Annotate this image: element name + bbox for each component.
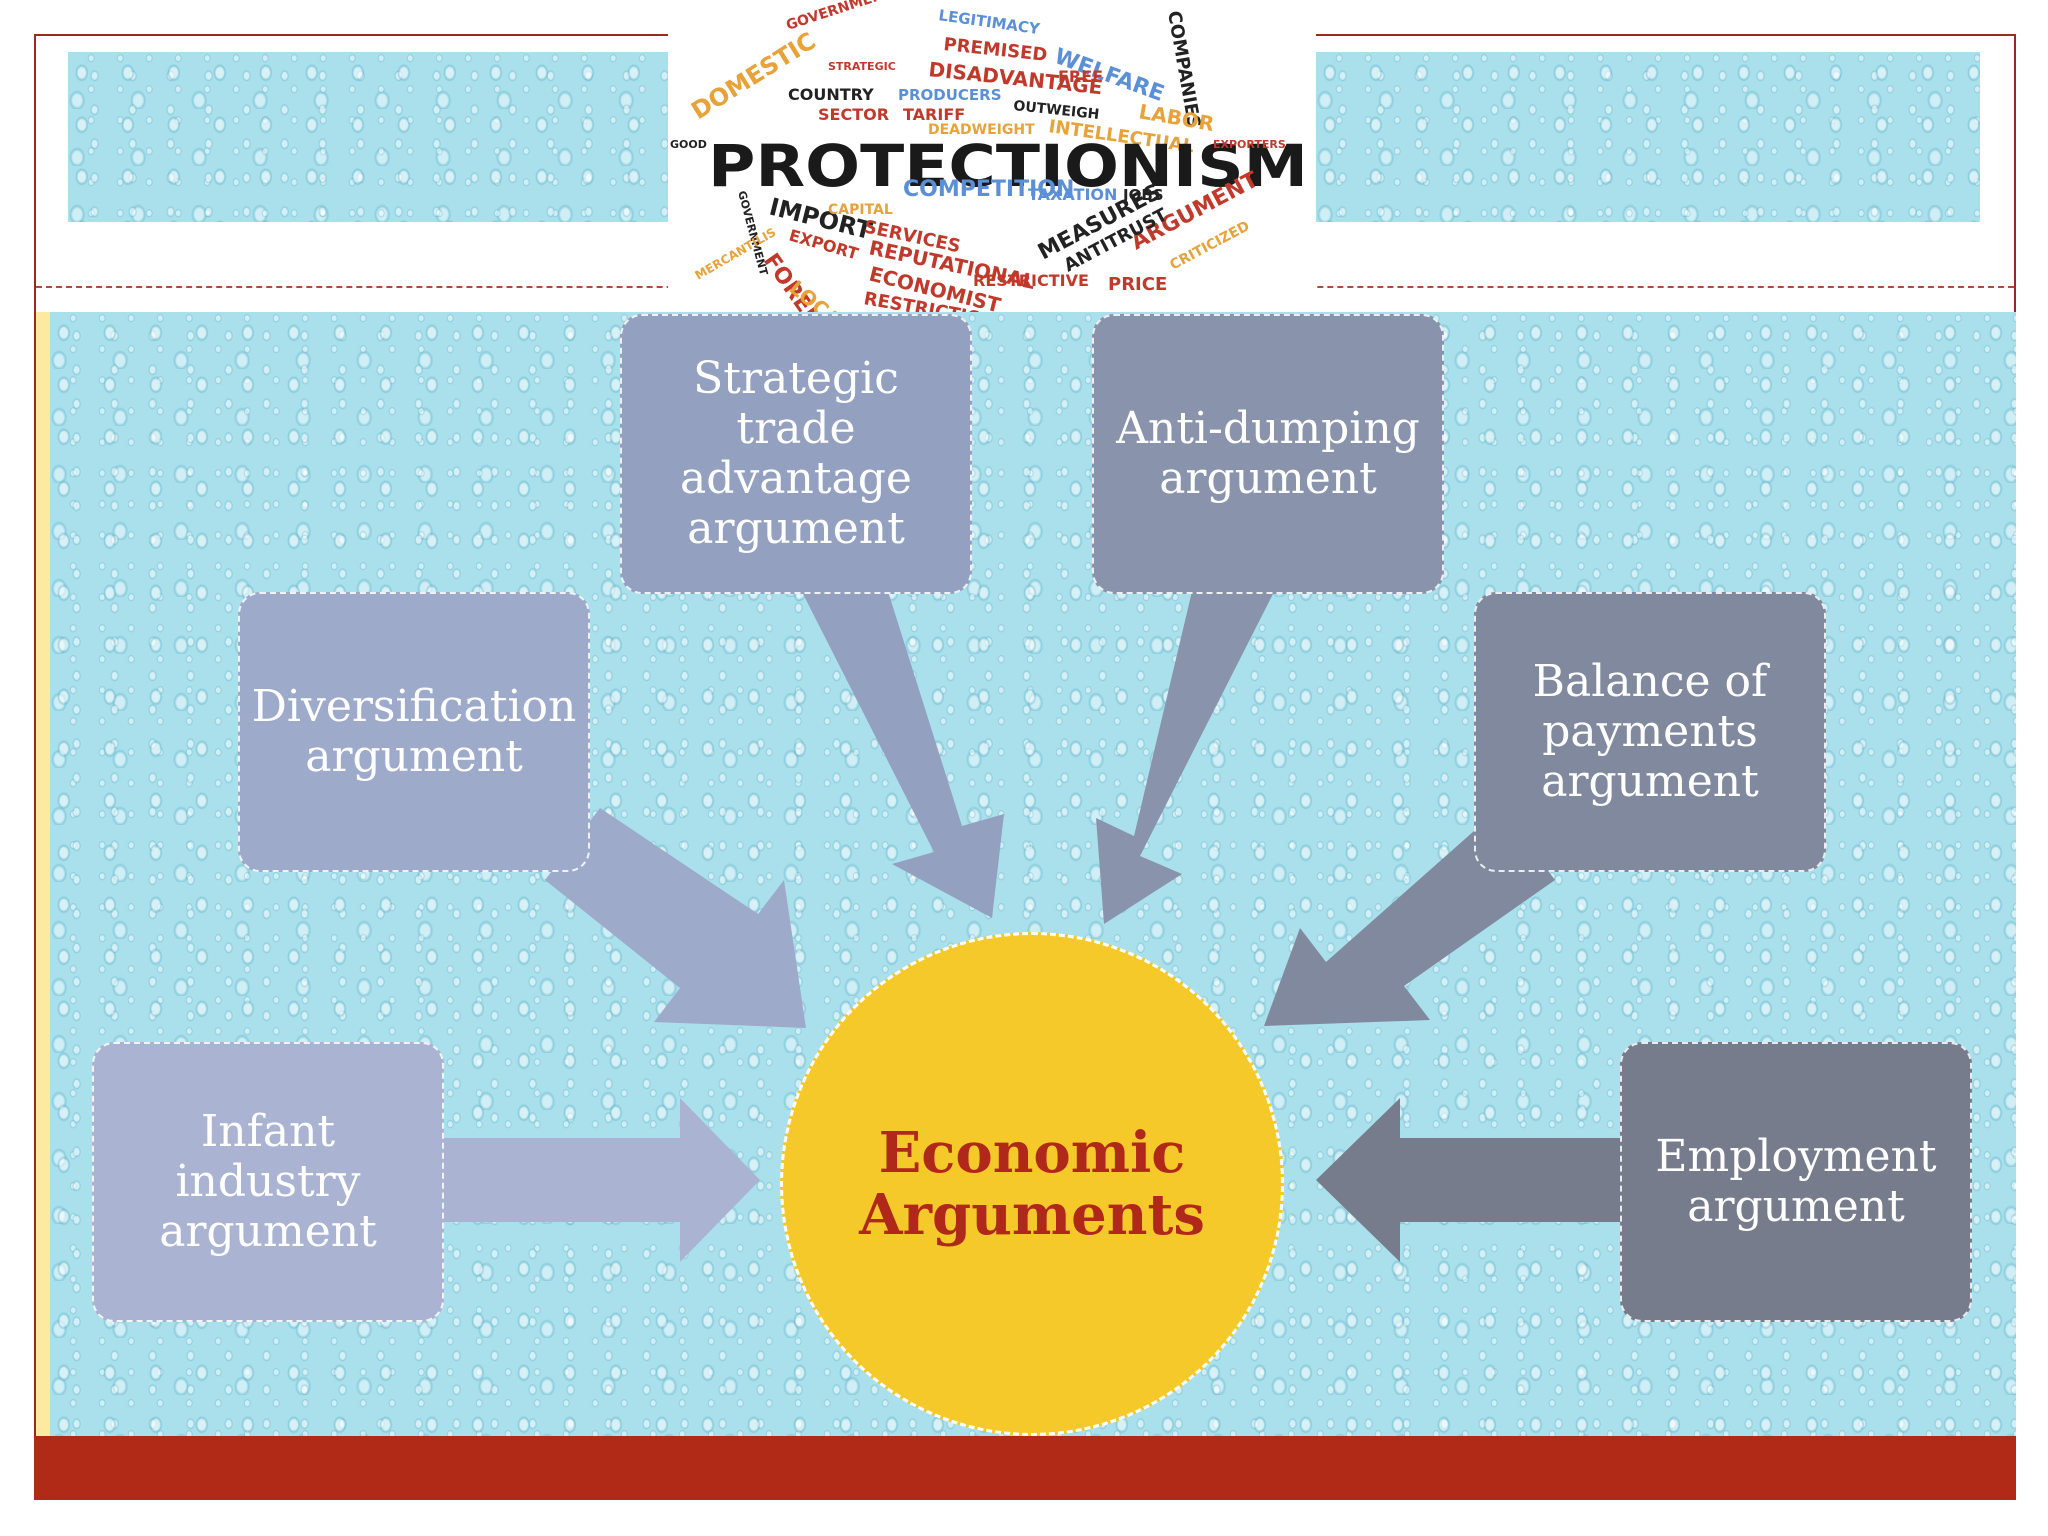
arrow-strategic-to-center — [800, 566, 1004, 918]
cloud-word: SECTOR — [818, 105, 889, 124]
cloud-word: RESTRICTIVE — [973, 271, 1089, 290]
node-label: Employment argument — [1655, 1131, 1937, 1232]
arrow-antidumping-to-center — [1096, 566, 1276, 924]
node-label: Anti-dumping argument — [1116, 403, 1420, 504]
node-label: Balance of payments argument — [1532, 656, 1768, 807]
node-label: Infant industry argument — [159, 1106, 377, 1257]
cloud-word: JOBS — [1122, 186, 1164, 204]
node-employment: Employment argument — [1620, 1042, 1972, 1322]
header-water-strip-left — [68, 52, 668, 222]
cloud-word: DEADWEIGHT — [928, 122, 1035, 138]
node-anti-dumping: Anti-dumping argument — [1092, 314, 1444, 594]
footer-bar — [34, 1436, 2016, 1500]
word-cloud-graphic: GOVERNMENTS LEGITIMACY COMPANIES WELFARE… — [670, 0, 1308, 312]
node-infant-industry: Infant industry argument — [92, 1042, 444, 1322]
cloud-word: TARIFF — [903, 105, 965, 124]
arrow-diversification-to-center — [545, 808, 806, 1028]
cloud-word: CAPITAL — [828, 202, 893, 218]
cloud-word: FREE — [1058, 67, 1103, 86]
cloud-word: COMPETITION — [903, 177, 1074, 202]
center-node-economic-arguments: Economic Arguments — [780, 932, 1284, 1436]
cloud-word: PRODUCERS — [898, 86, 1002, 104]
word-cloud-image: GOVERNMENTS LEGITIMACY COMPANIES WELFARE… — [668, 0, 1316, 312]
node-strategic-trade: Strategic trade advantage argument — [620, 314, 972, 594]
cloud-word: EXPORTERS — [1213, 138, 1286, 151]
center-label: Economic Arguments — [859, 1120, 1205, 1248]
left-accent-bar — [36, 312, 50, 1436]
node-label: Diversification argument — [251, 681, 577, 782]
arrow-employment-to-center — [1316, 1098, 1632, 1262]
header-water-strip-right — [1316, 52, 1980, 222]
cloud-word: TAXATION — [1028, 185, 1117, 204]
headline-word: PROTECTIONISM — [708, 132, 1308, 200]
cloud-word: STRATEGIC — [828, 60, 896, 73]
cloud-word: COUNTRY — [788, 85, 874, 104]
node-balance-of-payments: Balance of payments argument — [1474, 592, 1826, 872]
arrow-infant-to-center — [440, 1098, 760, 1262]
node-diversification: Diversification argument — [238, 592, 590, 872]
cloud-word: GOOD — [670, 138, 707, 151]
node-label: Strategic trade advantage argument — [680, 353, 912, 554]
cloud-word: PRICE — [1108, 274, 1167, 295]
